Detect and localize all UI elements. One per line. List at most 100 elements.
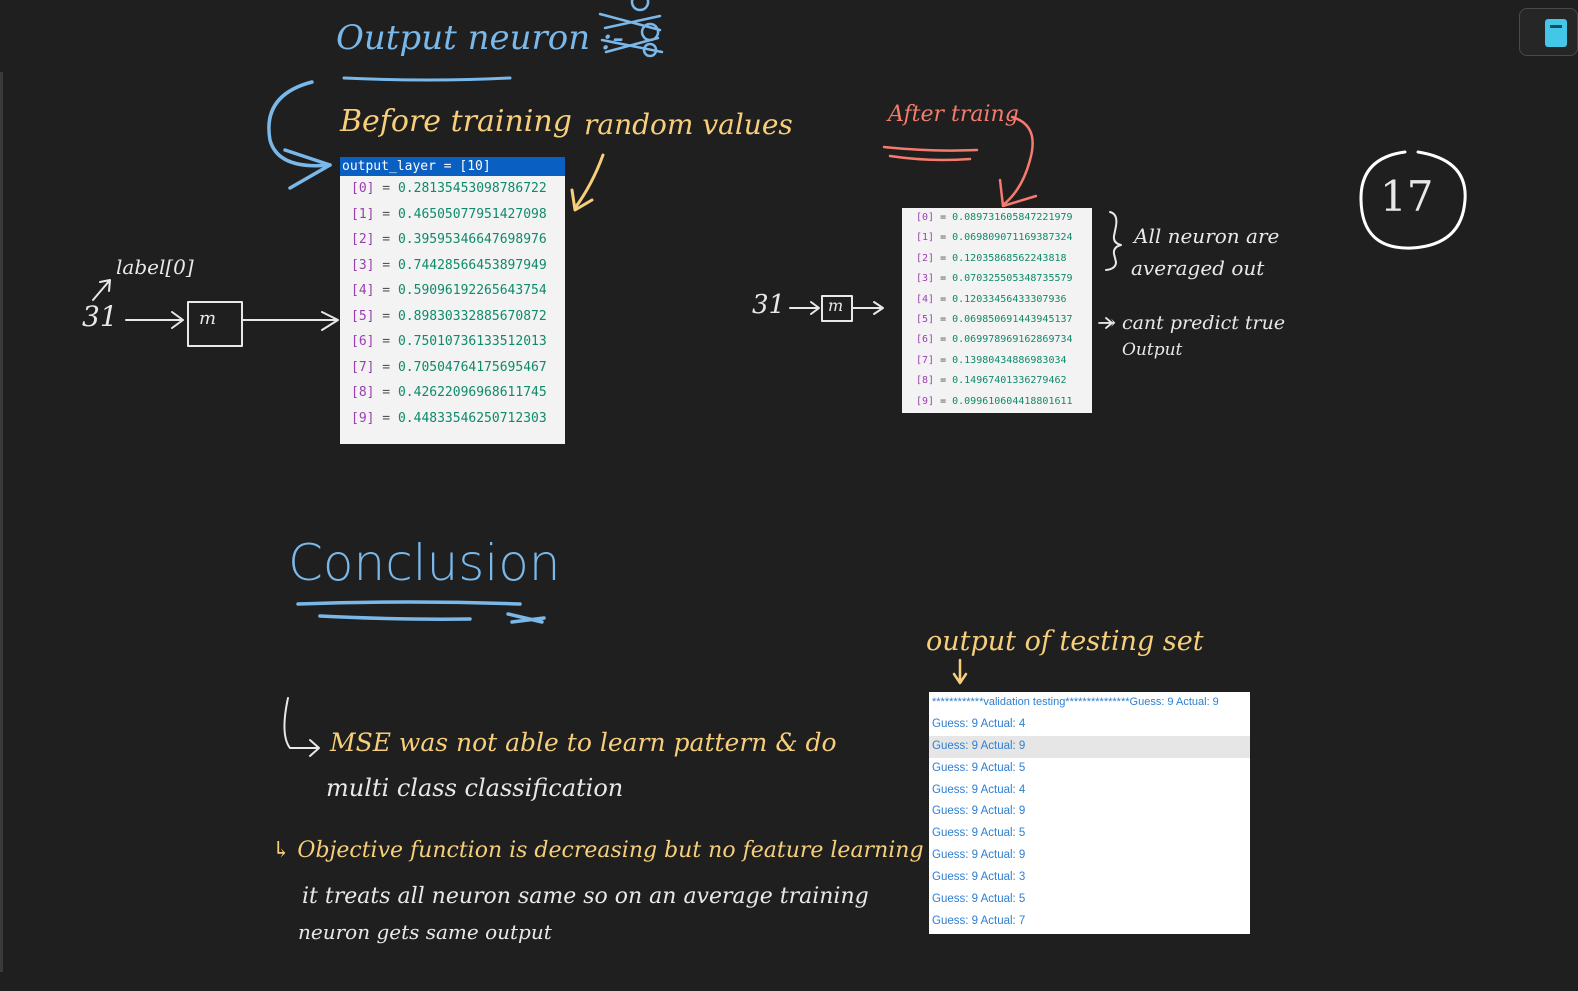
- row-index: [2]: [351, 232, 375, 247]
- input-arrow-left: [125, 311, 184, 329]
- row-value: 0.14967401336279462: [952, 375, 1067, 387]
- testing-arrow: [952, 658, 968, 685]
- value-row: [6] = 0.75010736133512013: [351, 334, 547, 349]
- input-value-left: 31: [82, 300, 118, 333]
- testing-row: Guess: 9 Actual: 5: [932, 893, 1026, 906]
- row-value: 0.59096192265643754: [397, 283, 547, 298]
- bullet2-line2: it treats all neuron same so on an avera…: [302, 884, 869, 909]
- row-value: 0.28135453098786722: [397, 181, 547, 196]
- canvas-left-border: [0, 72, 3, 972]
- value-row: [7] = 0.70504764175695467: [351, 359, 547, 375]
- value-row: [2] = 0.39595346647698976: [351, 232, 547, 247]
- before-training-panel: output_layer = [10] [0] = 0.281354530987…: [340, 157, 565, 444]
- row-value: 0.39595346647698976: [397, 232, 547, 247]
- row-value: 0.12035868562243818: [952, 252, 1067, 264]
- row-index: [1]: [916, 232, 935, 244]
- row-value: 0.75010736133512013: [397, 334, 547, 349]
- row-index: [5]: [916, 313, 935, 325]
- testing-row: Guess: 9 Actual: 9: [932, 849, 1026, 862]
- row-value: 0.12033456433307936: [952, 293, 1067, 305]
- testing-output-panel: ************validation testing**********…: [929, 692, 1250, 934]
- testing-row: Guess: 9 Actual: 5: [932, 827, 1026, 840]
- row-index: [7]: [916, 354, 935, 366]
- model-label-right: m: [828, 296, 844, 315]
- after-training-underline: [882, 145, 979, 162]
- row-index: [0]: [916, 212, 935, 223]
- value-row: [8] = 0.42622096968611745: [351, 385, 547, 400]
- row-index: [4]: [351, 283, 375, 298]
- row-value: 0.44833546250712303: [397, 410, 547, 426]
- bullet1-line1: MSE was not able to learn pattern & do: [330, 728, 837, 757]
- value-row: [1] = 0.069809071169387324: [916, 232, 1073, 244]
- toolbar-toggle-button[interactable]: [1519, 8, 1578, 56]
- value-row: [4] = 0.12033456433307936: [916, 293, 1067, 305]
- row-index: [4]: [916, 293, 935, 305]
- row-index: [6]: [916, 334, 935, 346]
- row-value: 0.74428566453897949: [397, 257, 547, 273]
- cant-predict-line1: → cant predict true: [1100, 312, 1286, 334]
- row-value: 0.42622096968611745: [397, 385, 547, 400]
- row-value: 0.069978969162869734: [952, 334, 1073, 346]
- row-index: [2]: [916, 252, 935, 264]
- bullet1-line2: multi class classification: [326, 774, 624, 802]
- value-row: [5] = 0.89830332885670872: [351, 308, 547, 324]
- after-training-label: After traing: [888, 102, 1019, 127]
- row-index: [6]: [351, 334, 375, 349]
- testing-row-selected: Guess: 9 Actual: 9: [929, 735, 1250, 758]
- row-index: [5]: [351, 308, 375, 324]
- value-row: [4] = 0.59096192265643754: [351, 283, 547, 298]
- bullet2-line1: ↳ Objective function is decreasing but n…: [272, 838, 955, 863]
- after-training-arrow: [1001, 115, 1034, 207]
- title-underline: [342, 76, 512, 82]
- row-index: [7]: [351, 359, 375, 375]
- testing-set-label: output of testing set: [926, 626, 1204, 657]
- panel-header: output_layer = [10]: [340, 157, 565, 176]
- before-training-label: Before training: [340, 104, 572, 139]
- label-arrow: [92, 279, 111, 301]
- row-index: [8]: [916, 375, 935, 387]
- row-index: [9]: [916, 395, 935, 407]
- value-row: [5] = 0.069850691443945137: [916, 313, 1073, 325]
- testing-row: Guess: 9 Actual: 4: [932, 783, 1026, 796]
- input-arrow-right: [789, 301, 820, 315]
- model-label-left: m: [199, 308, 217, 329]
- page-number: 17: [1380, 172, 1434, 221]
- row-value: 0.099610604418801611: [952, 395, 1073, 407]
- testing-row: Guess: 9 Actual: 4: [932, 717, 1026, 730]
- conclusion-underline: [296, 600, 546, 624]
- value-row: [0] = 0.089731605847221979: [916, 212, 1073, 223]
- brace: [1105, 211, 1122, 271]
- conclusion-heading: Conclusion: [288, 534, 561, 592]
- value-row: [7] = 0.13980434886983034: [916, 354, 1067, 366]
- row-value: 0.069809071169387324: [952, 232, 1073, 244]
- value-row: [6] = 0.069978969162869734: [916, 334, 1073, 346]
- bullet2-line3: neuron gets same output: [298, 920, 552, 944]
- random-values-arrow: [573, 153, 605, 210]
- row-value: 0.070325505348735579: [952, 273, 1073, 285]
- title-output-neuron: Output neuron :-: [336, 18, 624, 58]
- testing-row: Guess: 9 Actual: 5: [932, 761, 1026, 774]
- after-training-panel: [0] = 0.089731605847221979 [1] = 0.06980…: [902, 208, 1092, 413]
- row-index: [1]: [351, 206, 375, 222]
- row-index: [3]: [916, 273, 935, 285]
- bullet-hook-1: [283, 697, 320, 757]
- row-value: 0.89830332885670872: [397, 308, 547, 324]
- random-values-label: random values: [584, 108, 793, 141]
- value-row: [9] = 0.44833546250712303: [351, 410, 547, 426]
- row-value: 0.069850691443945137: [952, 313, 1073, 325]
- value-row: [9] = 0.099610604418801611: [916, 395, 1073, 407]
- blue-curve-arrow: [267, 80, 332, 168]
- value-row: [3] = 0.070325505348735579: [916, 273, 1073, 285]
- output-arrow-left: [241, 311, 339, 331]
- averaged-note-line2: averaged out: [1131, 256, 1265, 280]
- row-value: 0.089731605847221979: [952, 212, 1073, 223]
- input-value-right: 31: [752, 290, 786, 320]
- testing-row: Guess: 9 Actual: 3: [932, 871, 1026, 884]
- testing-header-row: ************validation testing**********…: [932, 696, 1219, 708]
- row-index: [0]: [351, 181, 375, 196]
- averaged-note-line1: All neuron are: [1134, 224, 1280, 248]
- row-value: 0.13980434886983034: [952, 354, 1067, 366]
- label-zero-tag: label[0]: [116, 255, 194, 279]
- value-row: [8] = 0.14967401336279462: [916, 375, 1067, 387]
- testing-row: Guess: 9 Actual: 7: [932, 914, 1026, 927]
